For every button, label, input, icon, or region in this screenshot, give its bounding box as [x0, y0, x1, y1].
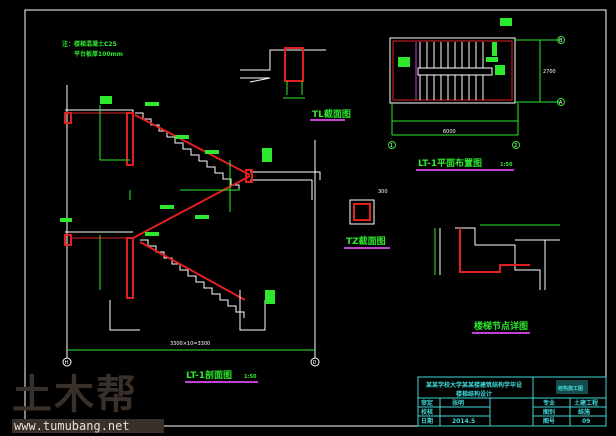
row-value: 张明: [452, 399, 464, 407]
row-value-2: 结施: [578, 408, 590, 416]
tz-section: 300: [349, 189, 388, 225]
node-detail: [434, 224, 560, 290]
plan-axis-1: 1: [390, 143, 393, 149]
row-label: 校核: [421, 408, 433, 416]
title-block-row: 日期 2014.5 图号 09: [421, 417, 590, 425]
plan-dim-total: 6000: [443, 129, 456, 135]
note-line-1: 注：楼梯混凝土C25: [62, 40, 117, 48]
tz-title: TZ截面图: [346, 235, 386, 247]
title-block-subtitle: 楼梯结构设计: [456, 390, 492, 398]
row-value: 2014.5: [452, 418, 475, 425]
plan-title: LT-1平面布置图: [418, 157, 482, 169]
node-title: 楼梯节点详图: [474, 320, 528, 332]
watermark: 土木帮 www.tumubang.net: [12, 371, 164, 433]
title-block-row: 校核 图别 结施: [421, 408, 590, 416]
tz-dim: 300: [378, 189, 388, 195]
section-title: LT-1剖面图: [186, 369, 232, 381]
plan-axis-2: 2: [514, 143, 517, 149]
tl-section: [240, 47, 326, 99]
watermark-url: www.tumubang.net: [12, 419, 164, 433]
row-label-2: 图别: [543, 408, 555, 416]
title-block-drawing: 结构施工图: [558, 385, 583, 392]
section-scale: 1:50: [244, 374, 257, 380]
row-value-2: 土建工程: [574, 399, 598, 407]
watermark-logo: 土木帮: [12, 371, 138, 418]
plan-axis-a: A: [559, 100, 563, 106]
title-block: [417, 376, 607, 427]
row-label: 审定: [421, 399, 433, 407]
row-label-2: 图号: [543, 417, 555, 425]
stair-section: 3300×10=3300 H D: [60, 85, 321, 367]
row-label: 日期: [421, 417, 433, 425]
row-value-2: 09: [582, 418, 590, 425]
stair-plan: 1 2 B A 6000 2700: [388, 18, 565, 149]
note-line-2: 平台板厚100mm: [74, 50, 123, 58]
title-block-project: 某某学校大学某某楼建筑结构学毕设: [426, 381, 522, 389]
drawing-frame: [24, 9, 607, 427]
tl-title: TL截面图: [312, 108, 351, 120]
plan-scale: 1:50: [500, 162, 513, 168]
axis-left-label: H: [65, 360, 69, 366]
axis-right-label: D: [313, 360, 317, 366]
dim-total: 3300×10=3300: [170, 341, 210, 347]
title-block-row: 审定 张明 专业 土建工程: [421, 399, 598, 407]
plan-axis-b: B: [559, 38, 563, 44]
row-label-2: 专业: [543, 399, 555, 407]
plan-dim-width: 2700: [543, 69, 556, 75]
